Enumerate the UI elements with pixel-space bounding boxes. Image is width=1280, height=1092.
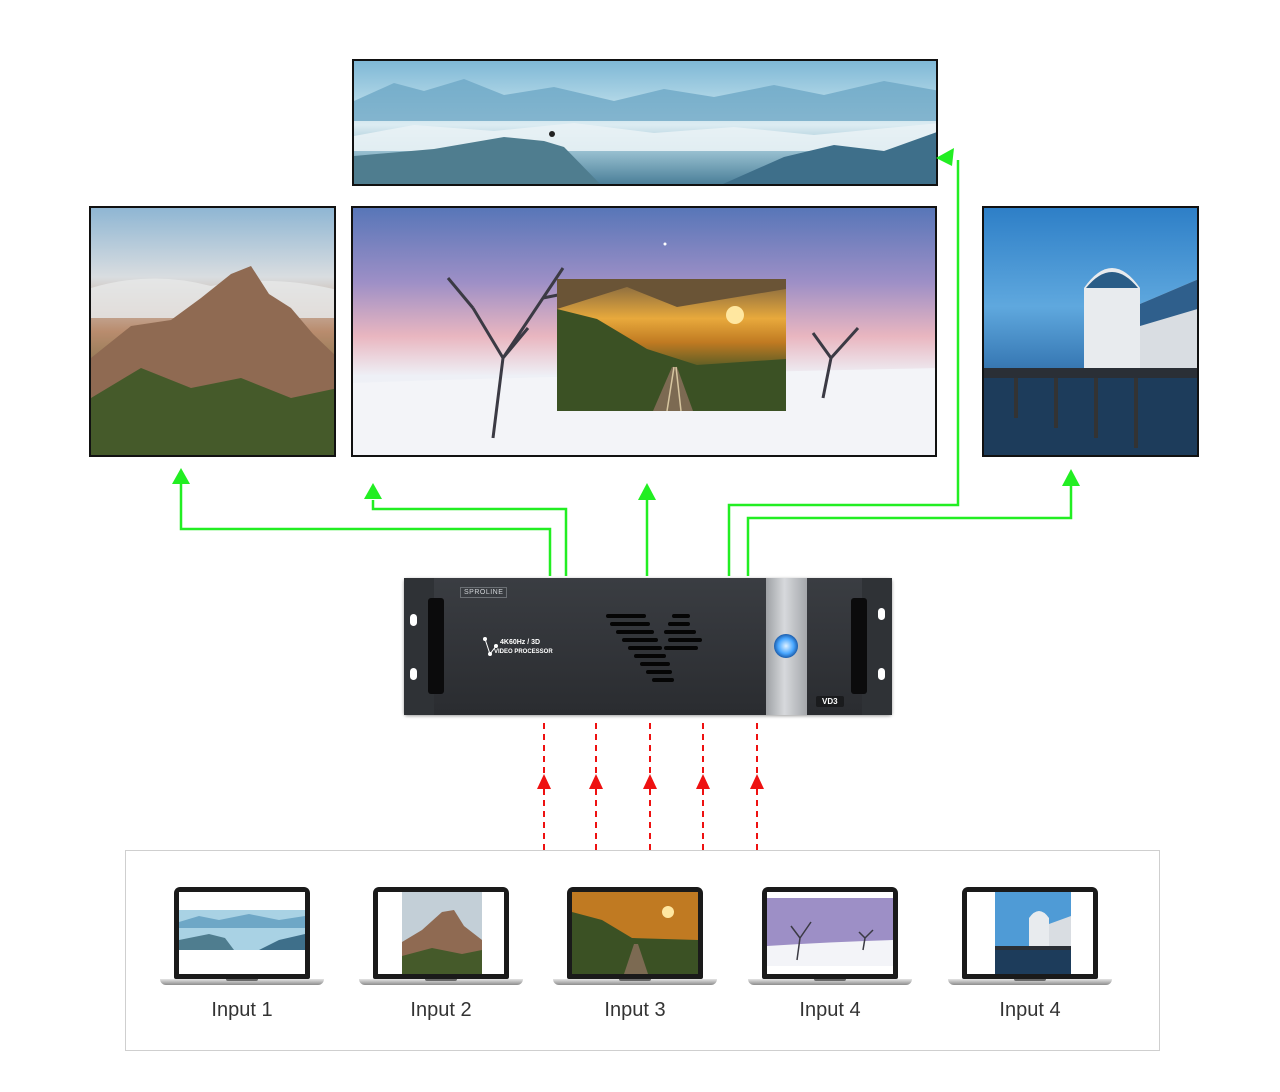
- laptop-notch: [226, 979, 258, 981]
- input-label: Input 1: [211, 999, 273, 1021]
- mount-hole: [410, 668, 417, 680]
- laptop-base: [160, 979, 324, 985]
- laptop-notch: [1014, 979, 1046, 981]
- output-screen-top: [352, 59, 938, 186]
- laptop-base: [748, 979, 912, 985]
- handle-right: [851, 598, 867, 694]
- laptop-screen: [567, 887, 703, 979]
- railway-sunset-image: [557, 279, 786, 411]
- feature-label: 4K60Hz / 3D: [500, 639, 541, 646]
- mount-hole: [410, 614, 417, 626]
- winter-tree-thumb: [767, 898, 893, 966]
- laptop-screen: [373, 887, 509, 979]
- mount-hole: [878, 608, 885, 620]
- video-processor-device: SPROLINE 4K60Hz / 3D VIDEO PROCESSOR VD3: [404, 578, 892, 715]
- input-arrowheads: [537, 774, 764, 789]
- railway-sunset-thumb: [572, 892, 698, 974]
- processor-label: VIDEO PROCESSOR: [494, 649, 553, 655]
- handle-left: [428, 598, 444, 694]
- mount-hole: [878, 668, 885, 680]
- laptop-notch: [814, 979, 846, 981]
- output-arrowheads: [172, 148, 1080, 500]
- output-screen-left: [89, 206, 336, 457]
- laptop-base: [359, 979, 523, 985]
- laptop-base: [948, 979, 1112, 985]
- output-screen-center: [351, 206, 937, 457]
- output-screen-pip: [557, 279, 786, 411]
- winter-tree-image: [353, 242, 935, 455]
- input-label: Input 4: [999, 999, 1061, 1021]
- output-screen-right: [982, 206, 1199, 457]
- laptop-screen: [762, 887, 898, 979]
- v-logo-icon: [606, 614, 702, 682]
- laptop-screen: [174, 887, 310, 979]
- mountain-peak-image: [91, 266, 334, 455]
- mountain-peak-thumb: [402, 892, 482, 974]
- mountain-panorama-thumb: [179, 910, 305, 950]
- input-label: Input 4: [799, 999, 861, 1021]
- pier-building-thumb: [995, 892, 1071, 974]
- power-button[interactable]: [774, 634, 798, 658]
- laptop-notch: [619, 979, 651, 981]
- pier-building-image: [984, 268, 1197, 455]
- connect-icon: [483, 637, 498, 656]
- output-lines: [179, 160, 1073, 576]
- laptop-screen: [962, 887, 1098, 979]
- mountain-panorama-image: [354, 79, 936, 184]
- input-label: Input 3: [604, 999, 666, 1021]
- laptop-notch: [425, 979, 457, 981]
- brand-label: SPROLINE: [460, 587, 508, 598]
- laptop-base: [553, 979, 717, 985]
- input-label: Input 2: [410, 999, 472, 1021]
- rack-ear-right: [862, 578, 892, 715]
- model-label: VD3: [816, 696, 844, 707]
